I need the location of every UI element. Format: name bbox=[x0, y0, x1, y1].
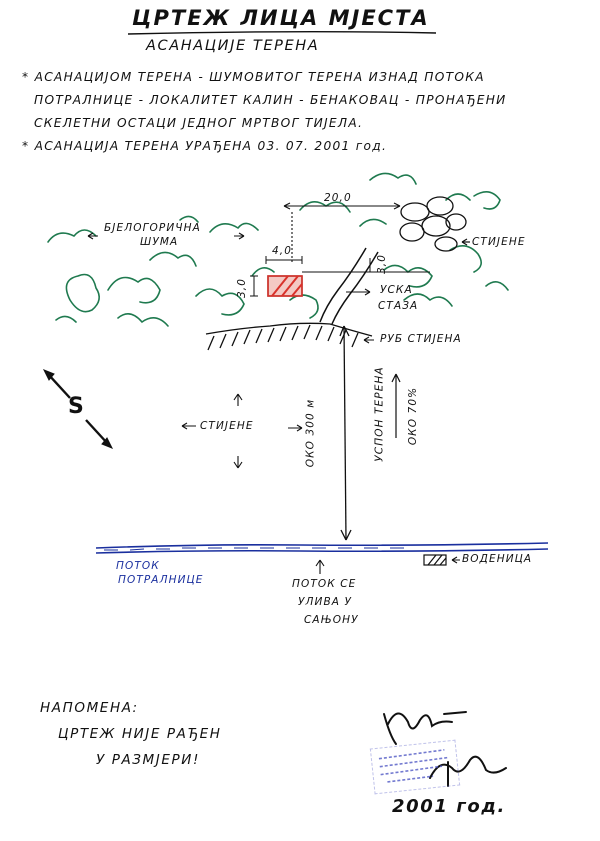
middle-arrow-up bbox=[233, 393, 243, 406]
flow-label-line-3: САЊОНУ bbox=[304, 614, 359, 626]
slope-arrow bbox=[391, 373, 401, 438]
stones-cluster bbox=[399, 196, 467, 252]
stone-edge bbox=[205, 322, 373, 351]
stone-edge-label: РУБ СТИЈЕНА bbox=[380, 333, 462, 345]
flow-label-line-1: ПОТОК СЕ bbox=[292, 578, 357, 590]
path-label-line-1: УСКА bbox=[380, 284, 413, 296]
page-subtitle: АСАНАЦИЈЕ ТЕРЕНА bbox=[146, 38, 320, 54]
middle-arrow-down bbox=[233, 456, 243, 469]
vertical-distance-line bbox=[339, 325, 352, 541]
page-title: ЦРТЕЖ ЛИЦА МЈЕСТА bbox=[132, 6, 430, 30]
path-label-line-2: СТАЗА bbox=[378, 300, 419, 312]
signature-scribble bbox=[383, 711, 507, 787]
body-width-label: 4,0 bbox=[272, 245, 292, 257]
stamp-mark bbox=[378, 749, 450, 783]
narrow-path bbox=[319, 247, 379, 325]
stones-label-middle: СТИЈЕНЕ bbox=[200, 420, 254, 432]
forest-label-line-1: БЈЕЛОГОРИЧНА bbox=[104, 222, 201, 234]
footer-note-line-2: У РАЗМЈЕРИ! bbox=[96, 752, 200, 768]
slope-label: УСПОН ТЕРЕНА bbox=[373, 366, 386, 462]
mill-pointer bbox=[451, 556, 460, 564]
stream-label-line-1: ПОТОК bbox=[116, 560, 160, 572]
path-pointer bbox=[346, 288, 371, 296]
title-underline bbox=[127, 31, 437, 35]
forest-area bbox=[47, 172, 509, 327]
distance-top-label: 20,0 bbox=[324, 192, 352, 204]
official-stamp bbox=[369, 739, 461, 795]
stones-label-top: СТИЈЕНЕ bbox=[472, 236, 526, 248]
edge-pointer bbox=[363, 336, 374, 344]
note-line-3: СКЕЛЕТНИ ОСТАЦИ ЈЕДНОГ МРТВОГ ТИЈЕЛА. bbox=[34, 116, 364, 130]
footer-note-title: НАПОМЕНА: bbox=[40, 700, 139, 716]
mill-symbol bbox=[423, 554, 447, 566]
signature-year: 2001 год. bbox=[392, 796, 506, 817]
note-line-2: ПОТРАЛНИЦЕ - ЛОКАЛИТЕТ КАЛИН - БЕНАКОВАЦ… bbox=[34, 93, 507, 107]
body-location bbox=[267, 275, 303, 297]
stream-label-line-2: ПОТРАЛНИЦЕ bbox=[118, 574, 204, 586]
note-line-1: * АСАНАЦИЈОМ ТЕРЕНА - ШУМОВИТОГ ТЕРЕНА И… bbox=[22, 70, 485, 84]
small-dimension-label: 3,0 bbox=[376, 254, 388, 274]
forest-label-line-2: ШУМА bbox=[140, 236, 179, 248]
distance-dimension-top bbox=[283, 202, 401, 262]
mill-label: ВОДЕНИЦА bbox=[462, 553, 533, 565]
slope-value-label: ОКО 70% bbox=[407, 386, 420, 446]
forest-arrow-left bbox=[87, 232, 98, 240]
flow-label-line-2: УЛИВА У bbox=[298, 596, 352, 608]
note-line-4: * АСАНАЦИЈА ТЕРЕНА УРАЂЕНА 03. 07. 2001 … bbox=[22, 139, 388, 153]
footer-note-line-1: ЦРТЕЖ НИЈЕ РАЂЕН bbox=[58, 726, 222, 742]
forest-arrow-right bbox=[234, 232, 245, 240]
compass-south-label: S bbox=[68, 394, 86, 419]
compass-arrows bbox=[42, 369, 114, 449]
middle-arrow-right bbox=[288, 424, 303, 432]
middle-arrow-left bbox=[181, 422, 196, 430]
stream bbox=[95, 542, 549, 554]
flow-arrow bbox=[315, 559, 325, 574]
body-height-label: 3,0 bbox=[236, 278, 248, 298]
distance-vertical-label: ОКО 300 м bbox=[304, 398, 317, 468]
